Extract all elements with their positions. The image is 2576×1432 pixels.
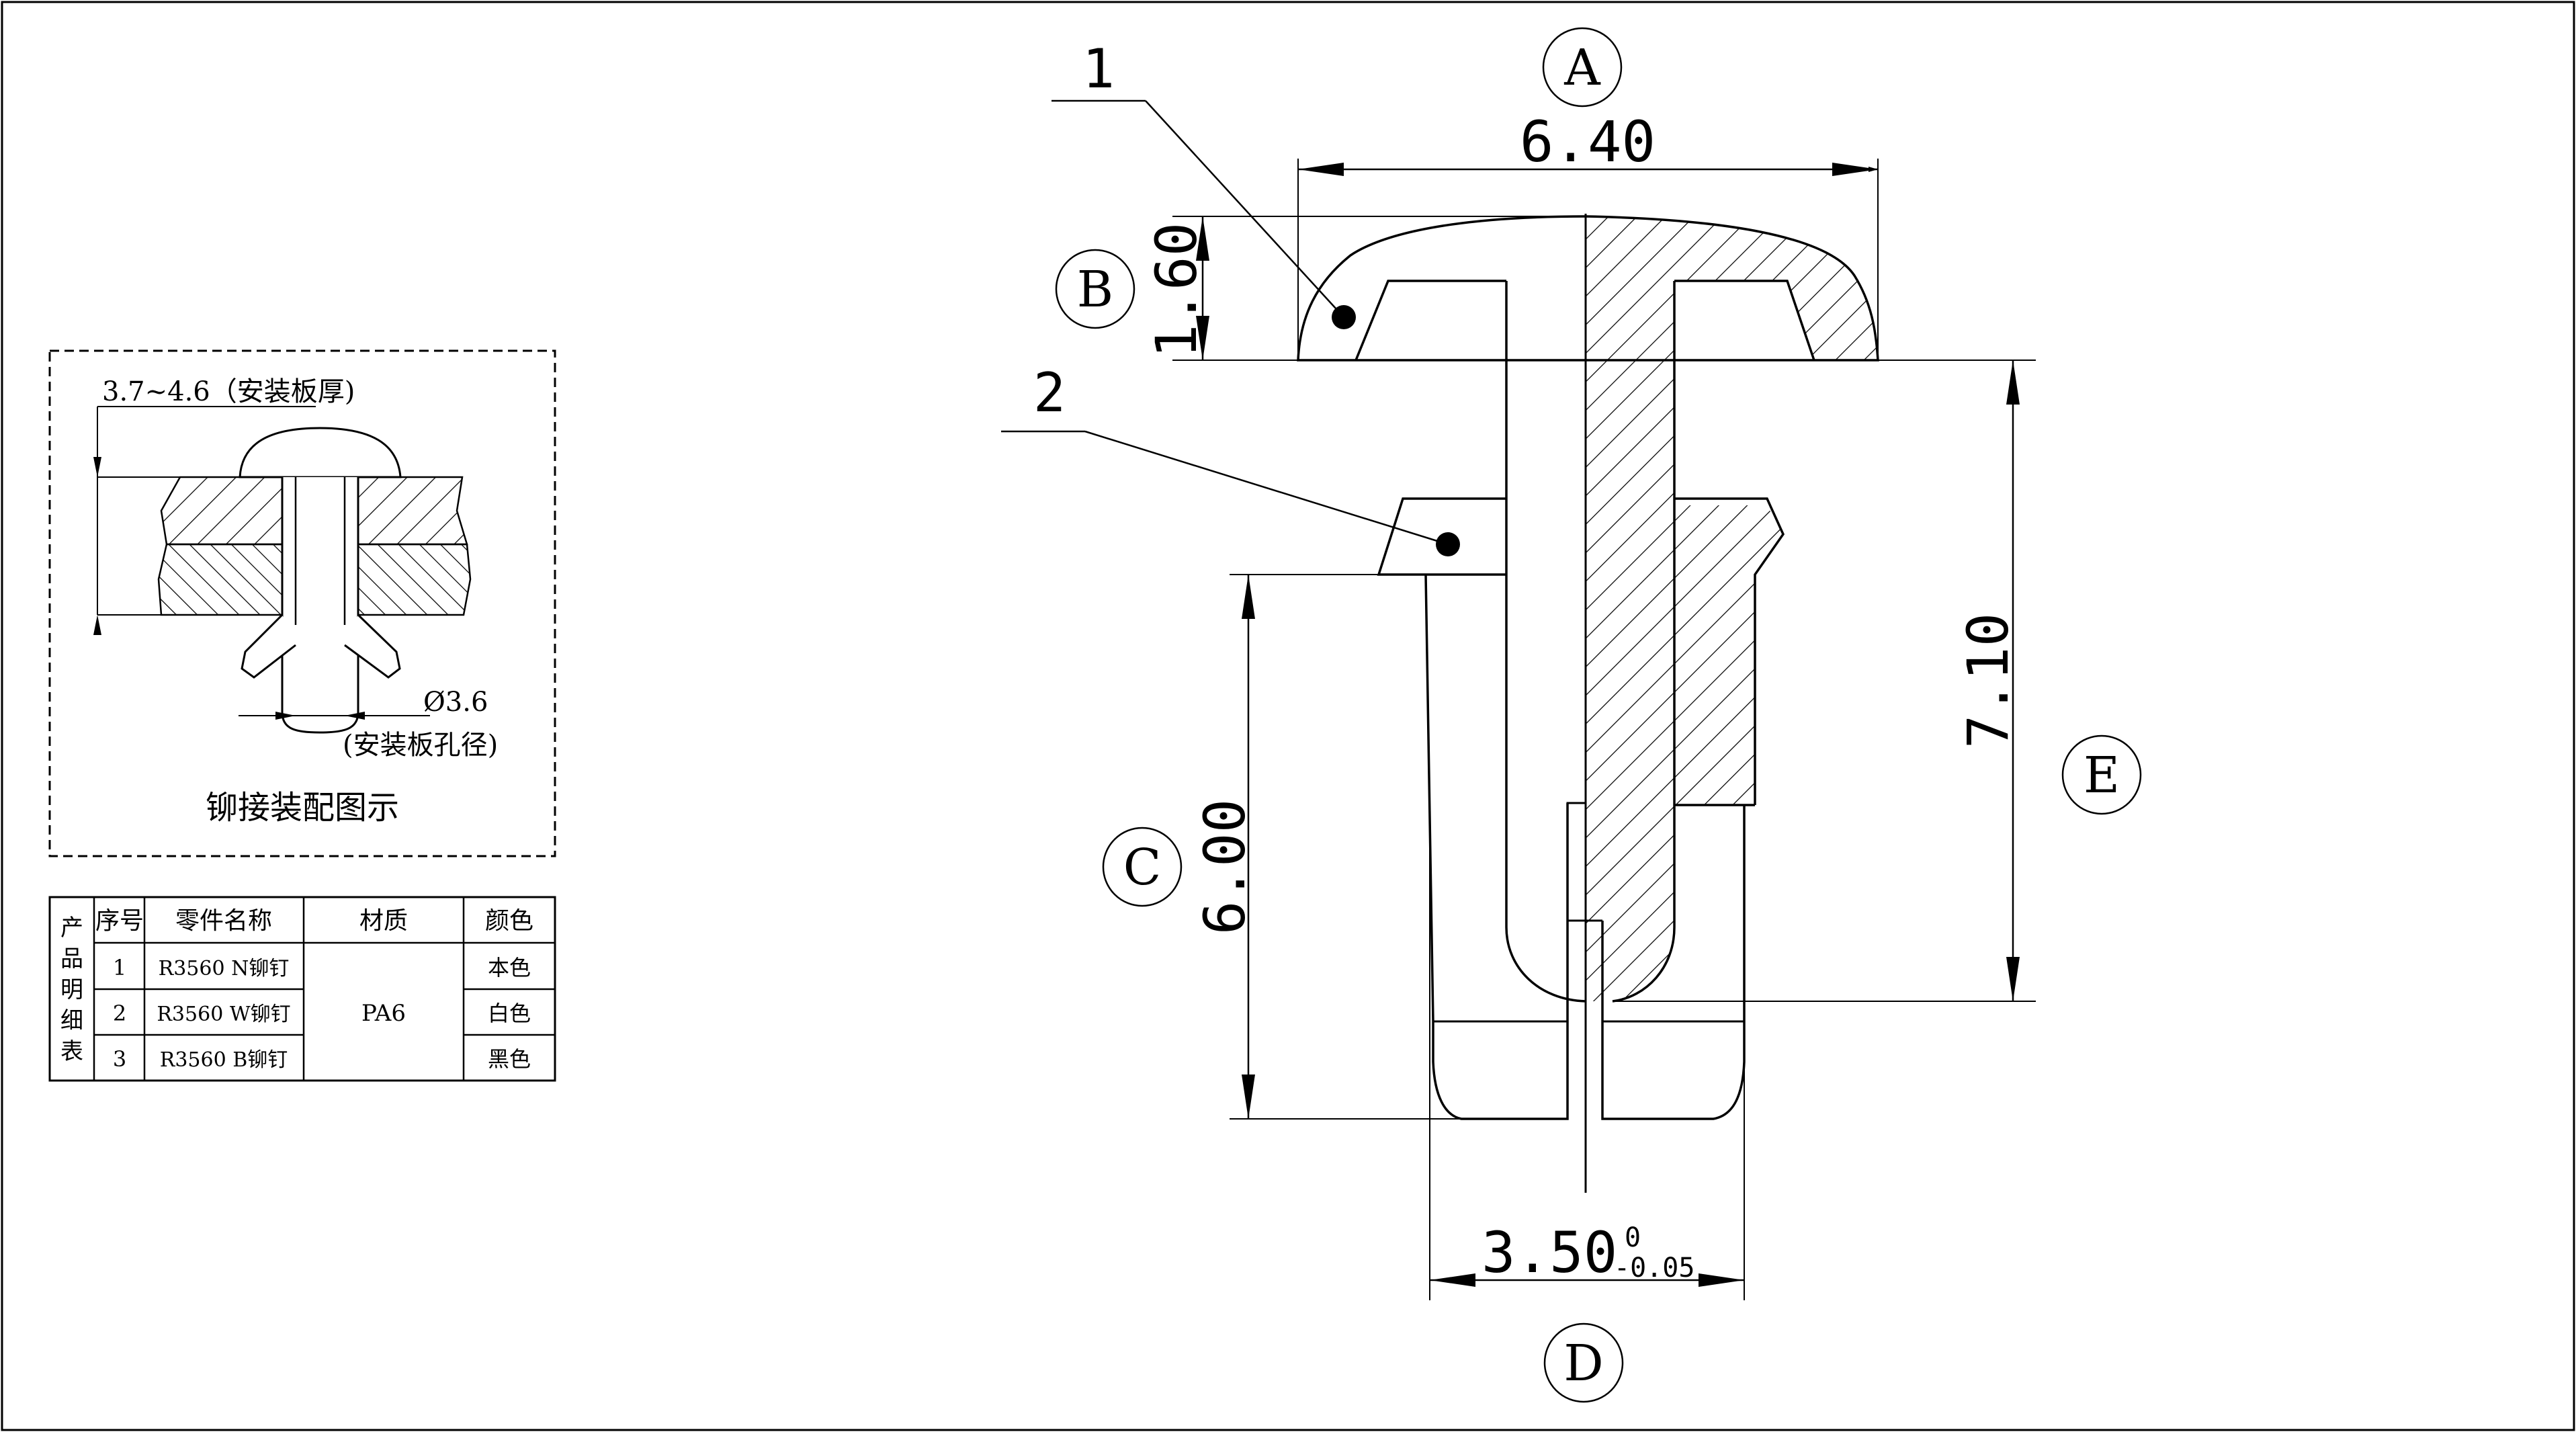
table-row-2-no: 2 bbox=[113, 1001, 126, 1026]
collar-section-hatched bbox=[1674, 505, 1783, 805]
callout-d: D bbox=[1563, 1335, 1603, 1392]
table-side-header-5: 表 bbox=[60, 1038, 83, 1065]
head-recess bbox=[1355, 280, 1815, 361]
dim-leg-length: 6.00 bbox=[1192, 799, 1258, 935]
table-row-2-color: 白色 bbox=[488, 1001, 531, 1026]
table-row-2-name: R3560 W铆钉 bbox=[157, 1003, 290, 1026]
table-header-material: 材质 bbox=[359, 907, 408, 935]
callout-c: C bbox=[1123, 839, 1162, 896]
table-row-1-name: R3560 N铆钉 bbox=[159, 957, 290, 980]
callout-b: B bbox=[1077, 261, 1113, 319]
part-leaders bbox=[1001, 99, 1460, 556]
dim-tol-lower: -0.05 bbox=[1614, 1253, 1694, 1283]
leader-label-1: 1 bbox=[1082, 38, 1115, 100]
callout-bubbles bbox=[1055, 27, 2142, 1403]
dim-shank-length: 7.10 bbox=[1955, 613, 2021, 749]
dim-head-height: 1.60 bbox=[1144, 222, 1209, 358]
leader-label-2: 2 bbox=[1033, 362, 1066, 424]
assembly-hole-label: Ø3.6 bbox=[423, 687, 488, 718]
table-row-1-no: 1 bbox=[113, 955, 126, 980]
table-row-1-color: 本色 bbox=[488, 955, 531, 980]
assembly-hole-note: (安装板孔径) bbox=[343, 730, 498, 761]
table-header-name: 零件名称 bbox=[175, 907, 272, 935]
callout-e: E bbox=[2084, 747, 2120, 804]
parts-table bbox=[48, 896, 556, 1082]
table-side-header-4: 细 bbox=[60, 1007, 83, 1034]
table-side-header-3: 明 bbox=[60, 976, 83, 1003]
assembly-detail-view bbox=[48, 349, 556, 857]
table-row-3-name: R3560 B铆钉 bbox=[160, 1048, 288, 1072]
table-side-header-2: 品 bbox=[60, 945, 83, 972]
table-row-3-no: 3 bbox=[113, 1046, 126, 1072]
collar-left bbox=[1377, 497, 1506, 576]
table-side-header-1: 产 bbox=[60, 915, 83, 941]
dimension-lines bbox=[1172, 159, 2036, 1300]
collar-right bbox=[1674, 497, 1785, 805]
callout-a: A bbox=[1563, 39, 1601, 97]
leg-left bbox=[1424, 574, 1569, 1120]
dim-head-width: 6.40 bbox=[1520, 109, 1656, 175]
table-header-color: 颜色 bbox=[485, 907, 533, 935]
head-section-hatched bbox=[1586, 216, 1878, 360]
dim-leg-diameter: 3.50 bbox=[1482, 1220, 1617, 1286]
table-row-3-color: 黑色 bbox=[488, 1046, 531, 1072]
rivet-section-view bbox=[1297, 214, 1879, 1193]
table-material: PA6 bbox=[361, 1000, 406, 1027]
assembly-thickness-label: 3.7~4.6（安装板厚) bbox=[102, 376, 355, 407]
table-header-no: 序号 bbox=[95, 907, 144, 935]
shank-section-hatched bbox=[1586, 360, 1674, 1001]
assembly-frame bbox=[48, 349, 556, 857]
assembly-caption: 铆接装配图示 bbox=[206, 789, 399, 827]
dim-tol-upper: 0 bbox=[1625, 1222, 1641, 1253]
